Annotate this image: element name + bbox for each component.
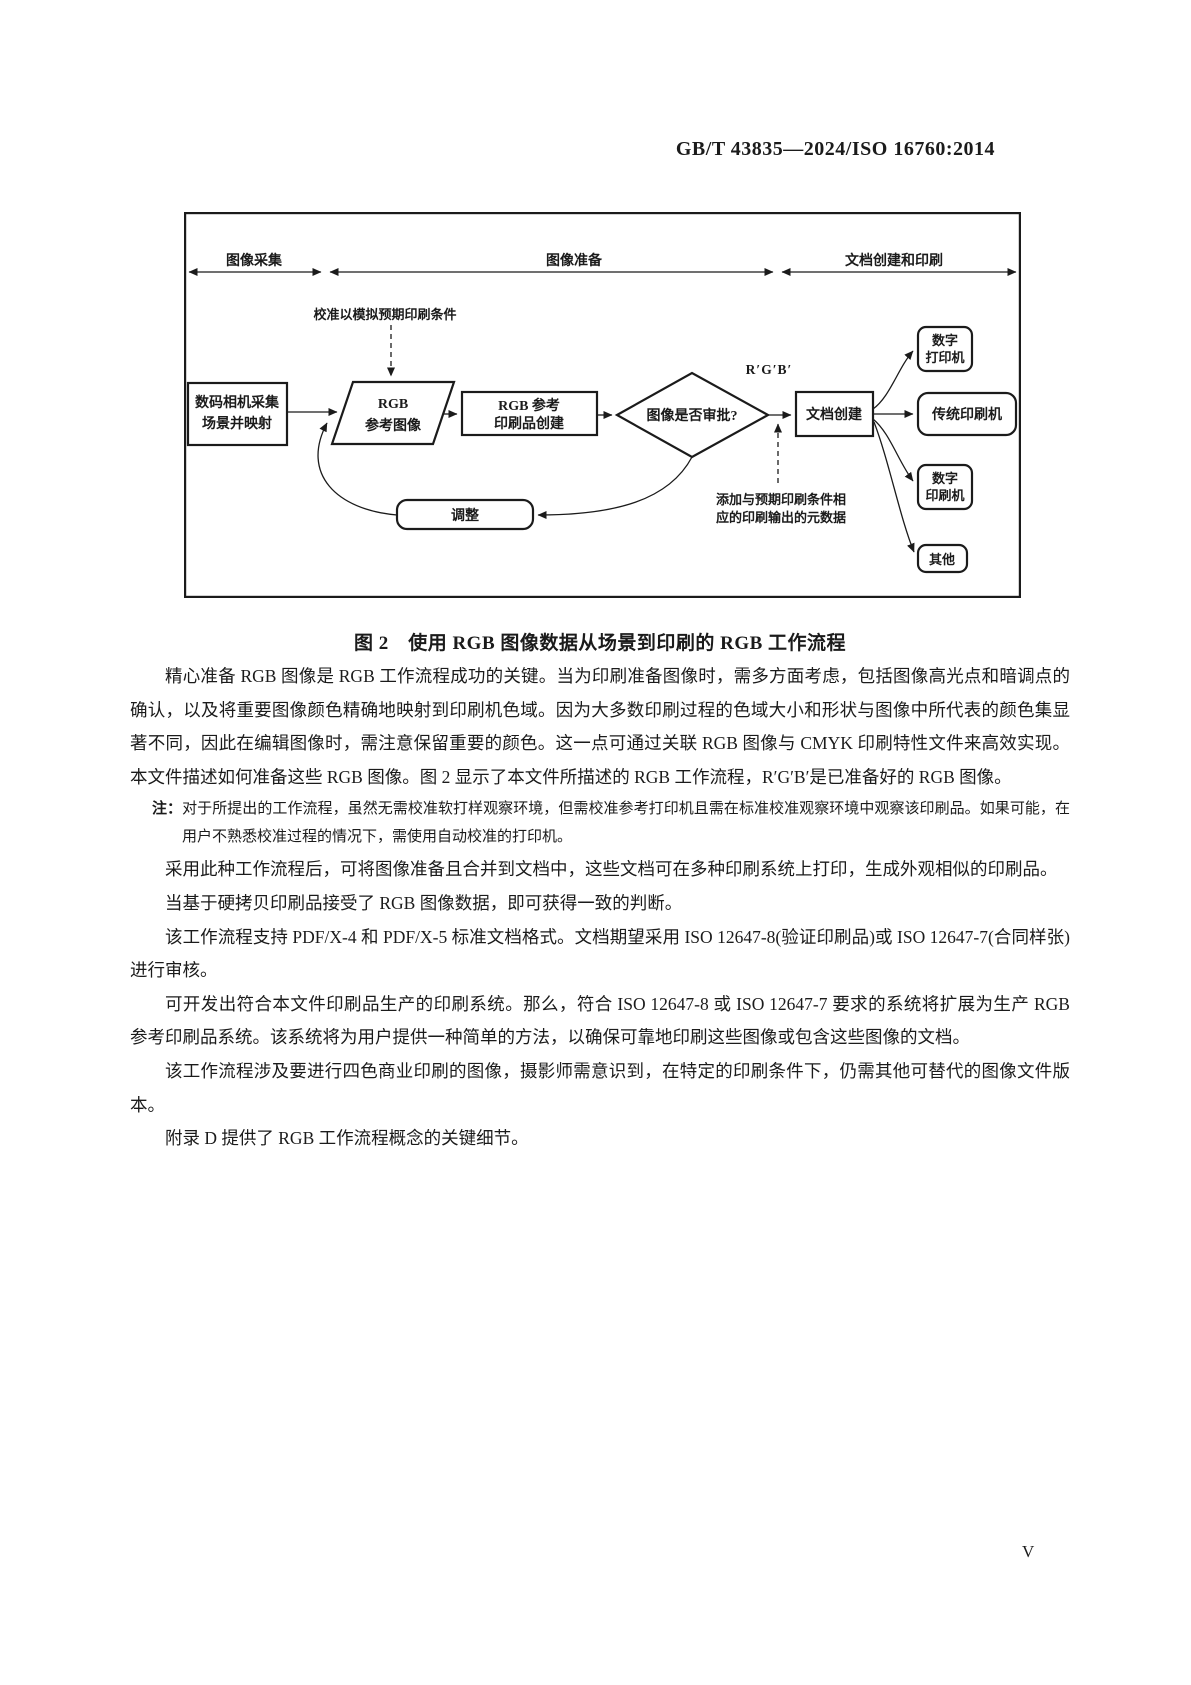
node-camera-capture-label-1: 数码相机采集 xyxy=(195,394,280,411)
note: 注：对于所提出的工作流程，虽然无需校准软打样观察环境，但需校准参考打印机且需在标… xyxy=(152,796,1070,851)
node-doc-create-label: 文档创建 xyxy=(806,406,862,423)
paragraph: 附录 D 提供了 RGB 工作流程概念的关键细节。 xyxy=(165,1128,529,1149)
figure-2-flowchart: 图像采集 图像准备 文档创建和印刷 数码相机采集 场景并映射 RGB 参考图像 xyxy=(184,212,1021,598)
arrow-doc-to-digital-printer xyxy=(872,350,914,410)
node-camera-capture xyxy=(186,381,289,447)
paragraph: 当基于硬拷贝印刷品接受了 RGB 图像数据，即可获得一致的判断。 xyxy=(165,892,683,913)
paragraph: 精心准备 RGB 图像是 RGB 工作流程成功的关键。当为印刷准备图像时，需多方… xyxy=(130,666,1070,787)
arrow-doc-to-other xyxy=(873,421,915,553)
node-rgb-image-label-2: 参考图像 xyxy=(365,417,422,434)
node-adjust xyxy=(395,498,535,531)
paragraph: 该工作流程涉及要进行四色商业印刷的图像，摄影师需意识到，在特定的印刷条件下，仍需… xyxy=(130,1060,1070,1115)
body-text: 精心准备 RGB 图像是 RGB 工作流程成功的关键。当为印刷准备图像时，需多方… xyxy=(130,660,1070,1156)
node-digital-press-label-2: 印刷机 xyxy=(925,488,964,503)
node-digital-printer xyxy=(916,325,974,373)
arrow-approval-to-adjust xyxy=(537,456,693,519)
phase-label-preparation: 图像准备 xyxy=(546,252,603,269)
node-approval-decision xyxy=(614,371,771,459)
node-other-output xyxy=(916,543,969,574)
note-label: 注： xyxy=(152,801,183,818)
node-digital-printer-label-1: 数字 xyxy=(932,333,958,348)
paragraph: 该工作流程支持 PDF/X-4 和 PDF/X-5 标准文档格式。文档期望采用 … xyxy=(130,926,1070,981)
node-camera-capture-label-2: 场景并映射 xyxy=(202,415,272,432)
node-rgb-reference-image xyxy=(330,380,456,446)
node-rgb-proof-creation xyxy=(460,390,599,437)
node-digital-press xyxy=(916,463,974,511)
node-proof-label-1: RGB 参考 xyxy=(498,397,560,414)
node-traditional-press xyxy=(916,391,1018,437)
arrow-doc-to-digital-press xyxy=(872,418,914,482)
annotation-metadata-2: 应的印刷输出的元数据 xyxy=(716,510,846,525)
node-document-creation xyxy=(794,390,875,438)
standard-number: GB/T 43835—2024/ISO 16760:2014 xyxy=(675,138,995,160)
node-other-label: 其他 xyxy=(929,552,955,567)
paragraph: 采用此种工作流程后，可将图像准备且合并到文档中，这些文档可在多种印刷系统上打印，… xyxy=(165,859,1058,880)
annotation-metadata-1: 添加与预期印刷条件相 xyxy=(716,492,846,507)
page-number: V xyxy=(1022,1542,1035,1561)
node-rgb-image-label-1: RGB xyxy=(378,397,408,412)
node-approval-label: 图像是否审批? xyxy=(647,407,738,424)
figure-border xyxy=(184,212,1021,598)
node-adjust-label: 调整 xyxy=(451,507,480,524)
phase-label-doc-print: 文档创建和印刷 xyxy=(845,252,943,269)
arrow-adjust-to-rgb-image xyxy=(317,422,398,516)
rgb-workflow-diagram: 图像采集 图像准备 文档创建和印刷 数码相机采集 场景并映射 RGB 参考图像 xyxy=(184,212,1021,598)
note-text: 对于所提出的工作流程，虽然无需校准软打样观察环境，但需校准参考打印机且需在标准校… xyxy=(182,801,1070,845)
node-digital-printer-label-2: 打印机 xyxy=(925,350,964,365)
figure-caption: 图 2 使用 RGB 图像数据从场景到印刷的 RGB 工作流程 xyxy=(353,633,847,654)
node-proof-label-2: 印刷品创建 xyxy=(494,415,564,432)
annotation-calibration: 校准以模拟预期印刷条件 xyxy=(313,307,456,322)
annotation-rgb-prime: R′G′B′ xyxy=(746,362,793,377)
node-traditional-press-label: 传统印刷机 xyxy=(931,406,1002,423)
phase-label-capture: 图像采集 xyxy=(226,252,283,269)
paragraph: 可开发出符合本文件印刷品生产的印刷系统。那么，符合 ISO 12647-8 或 … xyxy=(130,993,1070,1048)
node-digital-press-label-1: 数字 xyxy=(932,471,958,486)
